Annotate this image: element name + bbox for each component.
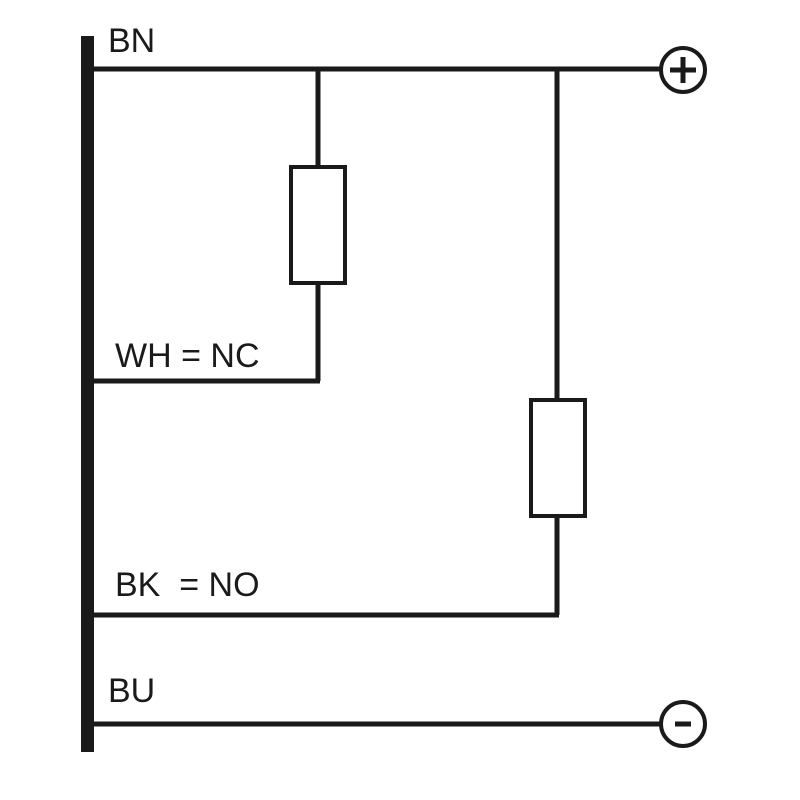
nc-load-resistor bbox=[289, 165, 347, 285]
bu-label: BU bbox=[108, 672, 155, 710]
bk-no-label: BK = NO bbox=[115, 566, 260, 604]
no-load-resistor bbox=[529, 398, 587, 518]
bn-label: BN bbox=[108, 22, 155, 60]
wh-nc-label: WH = NC bbox=[115, 337, 260, 375]
negative-terminal bbox=[659, 700, 707, 748]
positive-terminal bbox=[659, 46, 707, 94]
cable-bus-bar bbox=[81, 36, 94, 752]
